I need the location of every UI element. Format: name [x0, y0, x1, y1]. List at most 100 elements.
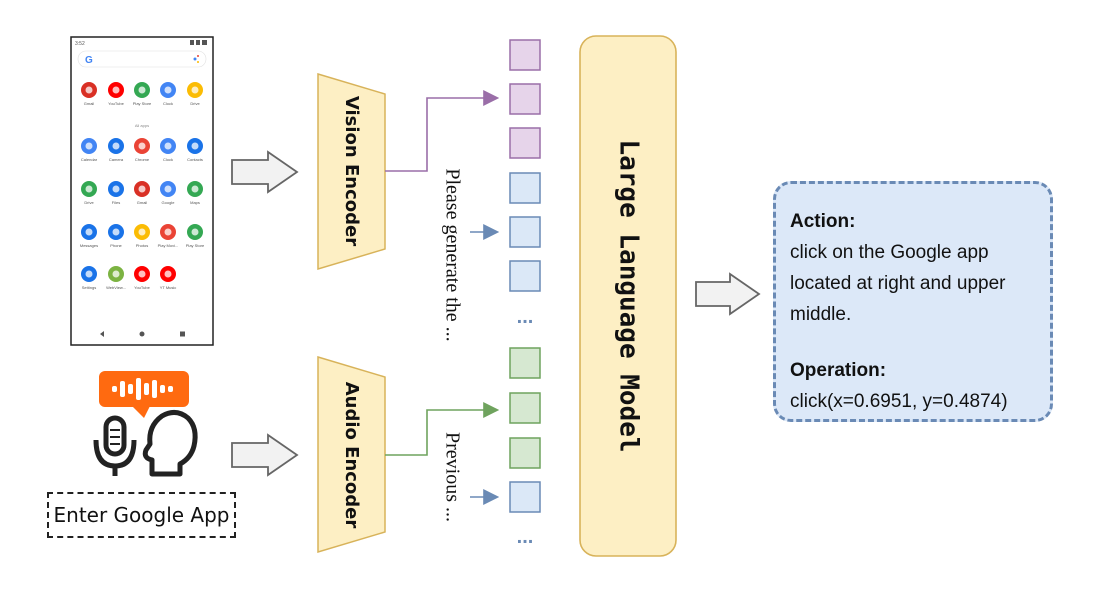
audio-encoder-label: Audio Encoder [341, 382, 362, 529]
messages-icon[interactable]: Messages [80, 224, 98, 248]
audio-token [509, 347, 541, 379]
photos-icon[interactable]: Photos [134, 224, 150, 248]
audio-token [509, 392, 541, 424]
play-store-icon[interactable]: Play Store [186, 224, 205, 248]
assistant-icon [193, 57, 197, 61]
google-icon[interactable]: Google [160, 181, 176, 205]
vision-token [509, 127, 541, 159]
token-ellipsis-upper: ... [517, 306, 534, 328]
audio-encoder: Audio Encoder [317, 355, 386, 554]
app-label: WebView... [106, 285, 126, 290]
files-icon[interactable]: Files [108, 181, 124, 205]
app-label: Play Store [133, 101, 152, 106]
app-label: Chrome [135, 157, 150, 162]
youtube-icon[interactable]: YouTube [134, 266, 151, 290]
app-label: Photos [136, 243, 148, 248]
app-label: Clock [163, 101, 173, 106]
vision-encoder: Vision Encoder [317, 72, 386, 271]
settings-icon[interactable]: Settings [81, 266, 97, 290]
text-token [509, 172, 541, 204]
output-box: Action: click on the Google app located … [773, 181, 1053, 422]
action-line: middle. [790, 304, 852, 325]
app-label: Play Store [186, 243, 205, 248]
drive-icon[interactable]: Drive [81, 181, 97, 205]
clock-icon[interactable]: Clock [160, 82, 176, 106]
app-label: Play Movi... [158, 243, 179, 248]
app-label: Gmail [137, 200, 148, 205]
app-label: YT Music [160, 285, 177, 290]
text-token [509, 481, 541, 513]
operation-text: click(x=0.6951, y=0.4874) [790, 391, 1008, 412]
google-search-bar[interactable]: G [77, 50, 207, 68]
action-line: located at right and upper [790, 273, 1006, 294]
gmail-icon[interactable]: Gmail [81, 82, 97, 106]
audio-token [509, 437, 541, 469]
vision-encoder-label: Vision Encoder [341, 96, 362, 246]
token-ellipsis-lower: ... [517, 526, 534, 548]
app-label: Files [112, 200, 120, 205]
contacts-icon[interactable]: Contacts [187, 138, 203, 162]
home-icon[interactable] [139, 331, 145, 337]
app-label: YouTube [134, 285, 150, 290]
audio-connector-arrow [385, 402, 500, 456]
audio-tokens [509, 347, 541, 469]
operation-header: Operation: [790, 360, 887, 381]
play-movies-icon[interactable]: Play Movi... [158, 224, 179, 248]
llm-label: Large Language Model [614, 139, 644, 452]
block-arrow-vision [231, 150, 299, 194]
block-arrow-output [695, 272, 761, 316]
app-label: Messages [80, 243, 98, 248]
yt-music-icon[interactable]: YT Music [160, 266, 177, 290]
google-logo-icon: G [85, 55, 93, 66]
speaker-head-icon [142, 410, 198, 477]
app-label: Clock [163, 157, 173, 162]
app-label: Gmail [84, 101, 95, 106]
block-arrow-audio [231, 433, 299, 477]
drive-icon[interactable]: Drive [187, 82, 203, 106]
app-label: Maps [190, 200, 200, 205]
text-prompt-label: Please generate the ... [441, 168, 463, 341]
app-label: Phone [110, 243, 122, 248]
action-header: Action: [790, 211, 856, 232]
camera-icon[interactable]: Camera [108, 138, 124, 162]
text-token [509, 260, 541, 292]
transcript-text: Enter Google App [53, 503, 230, 527]
action-line: click on the Google app [790, 242, 989, 263]
app-label: Calendar [81, 157, 98, 162]
large-language-model: Large Language Model [579, 35, 677, 557]
calendar-icon[interactable]: Calendar [81, 138, 98, 162]
back-icon[interactable] [100, 331, 104, 337]
maps-icon[interactable]: Maps [187, 181, 203, 205]
webview-icon[interactable]: WebView... [106, 266, 126, 290]
text-tokens-lower [509, 481, 541, 513]
app-label: Drive [190, 101, 200, 106]
vision-connector-arrow [385, 90, 500, 172]
voice-input-icon [93, 371, 198, 477]
gmail-icon[interactable]: Gmail [134, 181, 150, 205]
status-time: 3:52 [75, 41, 85, 47]
chrome-icon[interactable]: Chrome [134, 138, 150, 162]
recents-icon[interactable] [180, 331, 185, 337]
app-label: Contacts [187, 157, 203, 162]
speech-bubble-icon [99, 371, 189, 418]
nav-bar [100, 331, 185, 337]
youtube-icon[interactable]: YouTube [108, 82, 125, 106]
status-icons [190, 40, 207, 45]
text-token [509, 216, 541, 248]
app-label: YouTube [108, 101, 124, 106]
phone-icon[interactable]: Phone [108, 224, 124, 248]
text-tokens-upper [509, 172, 541, 292]
app-label: Drive [84, 200, 94, 205]
all-apps-label: All apps [135, 123, 149, 128]
app-label: Google [162, 200, 176, 205]
vision-token [509, 83, 541, 115]
previous-text-label: Previous ... [441, 432, 463, 522]
transcript-box: Enter Google App [47, 492, 236, 538]
clock-icon[interactable]: Clock [160, 138, 176, 162]
microphone-icon [93, 415, 137, 476]
app-label: Settings [82, 285, 96, 290]
app-label: Camera [109, 157, 124, 162]
play-store-icon[interactable]: Play Store [133, 82, 152, 106]
